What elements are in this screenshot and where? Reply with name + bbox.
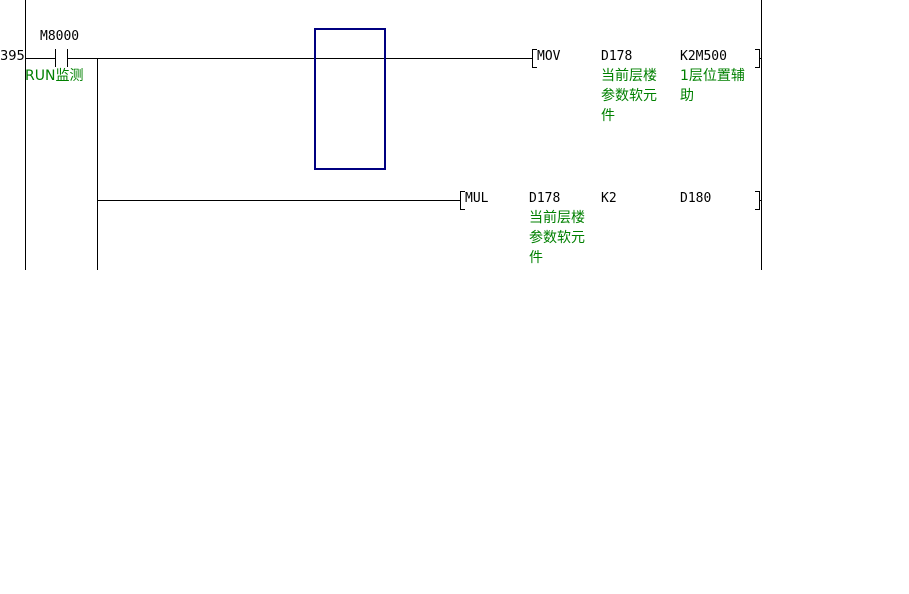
- left-power-rail: [25, 0, 26, 270]
- operand-comment: 1层位置辅 助: [680, 68, 745, 104]
- operand-device[interactable]: K2: [601, 191, 617, 206]
- instruction-mnemonic[interactable]: MOV: [537, 49, 561, 64]
- operand-comment: 当前层楼 参数软元 件: [601, 68, 657, 124]
- rail-connector: [759, 200, 761, 201]
- instruction-open-bracket: [532, 49, 537, 68]
- rung-line-1b: [67, 58, 532, 59]
- cursor-selection[interactable]: [314, 28, 386, 170]
- instruction-mnemonic[interactable]: MUL: [465, 191, 489, 206]
- operand-device[interactable]: D180: [680, 191, 712, 206]
- step-number: 395: [0, 49, 25, 64]
- operand-device[interactable]: D178: [601, 49, 633, 64]
- operand-device[interactable]: K2M500: [680, 49, 727, 64]
- contact-comment: RUN监测: [25, 68, 84, 84]
- rail-connector: [759, 58, 761, 59]
- operand-device[interactable]: D178: [529, 191, 561, 206]
- operand-comment: 当前层楼 参数软元 件: [529, 210, 585, 266]
- contact-device: M8000: [40, 29, 80, 44]
- instruction-open-bracket: [460, 191, 465, 210]
- rung-line-1: [25, 58, 55, 59]
- branch-vertical: [97, 58, 98, 270]
- rung-line-2: [97, 200, 460, 201]
- right-power-rail: [761, 0, 762, 270]
